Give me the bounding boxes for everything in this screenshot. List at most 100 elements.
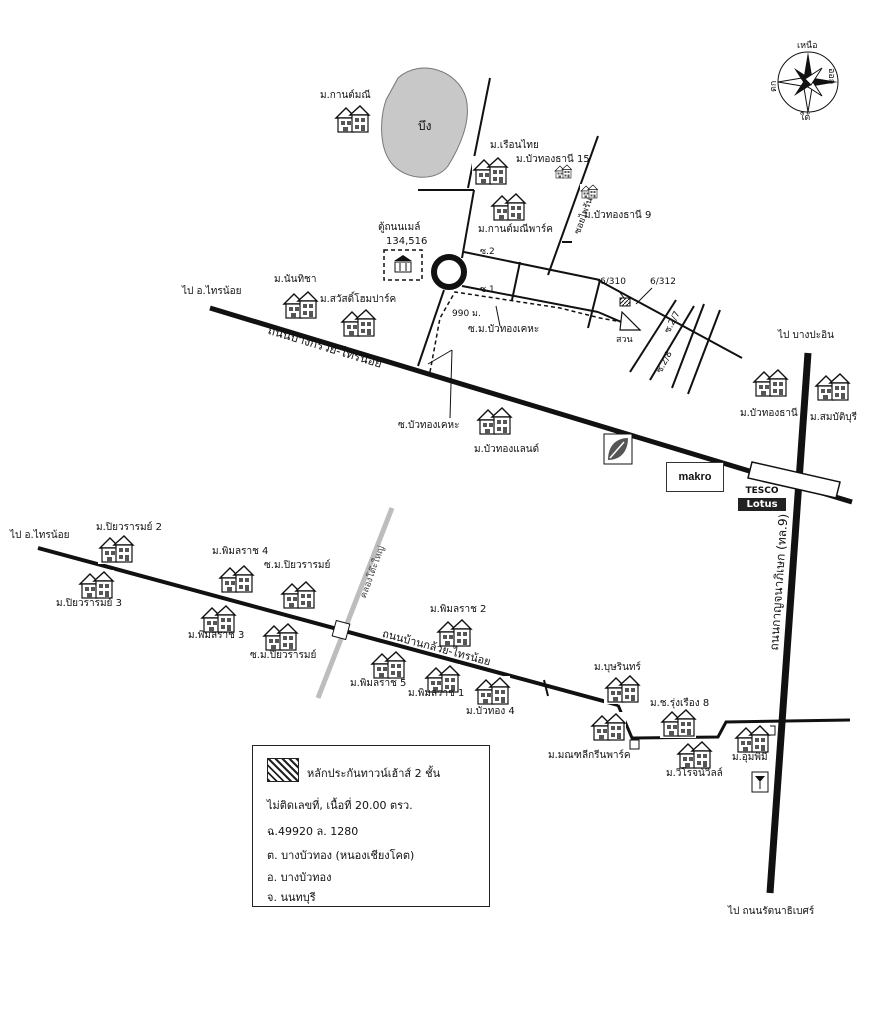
house-icon <box>489 191 527 223</box>
comb-4 <box>687 309 721 395</box>
to-sai-noi-label-2: ไป อ.ไทรน้อย <box>10 530 70 541</box>
house-icon <box>77 569 115 601</box>
postbox-label: ตู้ถนนเมล์ <box>378 222 421 233</box>
canal <box>315 507 395 699</box>
village-pimolrat-5: ม.พิมลราช 5 <box>350 678 407 689</box>
east-road <box>597 279 743 359</box>
arrow-soi-kheha <box>449 349 453 419</box>
compass-south: ใต้ <box>800 113 811 123</box>
compass-east: ออก <box>826 68 836 85</box>
house-icon <box>333 103 371 135</box>
village-manthana-green-park: ม.มณฑลีกรีนพาร์ค <box>548 750 631 761</box>
plot-pointer-2 <box>635 287 653 305</box>
dashed-route <box>429 291 623 373</box>
cocktail-icon <box>751 771 769 793</box>
legend-box: หลักประกันทาวน์เฮ้าส์ 2 ชั้น ไม่ติดเลขที… <box>252 745 490 907</box>
comb-2 <box>649 305 695 381</box>
park-area <box>619 310 642 331</box>
gas-station-icon <box>603 433 633 465</box>
comb-3 <box>671 303 705 389</box>
village-kanjanamanee-park: ม.กานต์มณีพาร์ค <box>478 224 553 235</box>
arrow-990 <box>495 305 501 327</box>
highway-road <box>766 352 812 894</box>
soi-1-label: ซ.1 <box>480 285 495 295</box>
house-icon <box>675 739 713 771</box>
postbox-icon <box>394 255 412 273</box>
village-bua-thong-thani: ม.บัวทองธานี <box>740 408 798 419</box>
village-wiroj-ville: ม.วิโรจน์วิลล์ <box>666 768 723 779</box>
lower-road <box>37 546 619 707</box>
lotus-text: Lotus <box>738 498 786 511</box>
makro-text: makro <box>678 471 712 483</box>
distance-label: 990 ม. <box>452 309 481 319</box>
village-pimolrat-1: ม.พิมลราช 1 <box>408 688 465 699</box>
house-icon <box>475 405 513 437</box>
comb-1 <box>629 299 677 373</box>
house-icon <box>369 649 407 681</box>
village-pimolrat-2: ม.พิมลราช 2 <box>430 604 487 615</box>
house-icon <box>471 155 509 187</box>
house-icon <box>733 723 771 755</box>
to-bang-pa-in-label: ไป บางปะอิน <box>778 330 834 341</box>
village-pimolrat-4: ม.พิมลราช 4 <box>212 546 269 557</box>
lake-label: บึง <box>418 119 432 133</box>
arrow-soi-kheha-2 <box>427 349 453 365</box>
plot-pointer-1 <box>617 289 625 299</box>
legend-title: หลักประกันทาวน์เฮ้าส์ 2 ชั้น <box>307 767 441 780</box>
tesco-text: TESCO <box>745 486 779 496</box>
house-icon <box>97 533 135 565</box>
canal-bridge <box>331 619 351 641</box>
soi-phairan-road <box>547 135 599 276</box>
soi-cross-1 <box>511 261 521 301</box>
village-roongrueang-8: ม.ช.รุ่งเรือง 8 <box>650 698 710 709</box>
house-icon <box>261 621 299 653</box>
soi-bua-thong-kheha-label: ซ.บัวทองเคหะ <box>398 420 460 431</box>
village-soi-piyawan-2: ซ.ม.ปิยวรารมย์ <box>250 650 317 661</box>
to-sai-noi-label-1: ไป อ.ไทรน้อย <box>182 286 242 297</box>
main-road <box>209 305 853 505</box>
village-pimolrat-3: ม.พิมลราช 3 <box>188 630 245 641</box>
village-kanjanamanee: ม.กานต์มณี <box>320 90 371 101</box>
village-bua-thong-4: ม.บัวทอง 4 <box>466 706 515 717</box>
house-icon <box>659 707 697 739</box>
village-busarin: ม.บุษรินทร์ <box>594 662 641 673</box>
makro-logo: makro <box>666 462 724 492</box>
legend-line-5: จ. นนทบุรี <box>267 891 316 904</box>
village-ruean-thai: ม.เรือนไทย <box>490 140 539 151</box>
village-sombatburi: ม.สมบัติบุรี <box>810 412 858 423</box>
village-bua-thong-thani-9: ม.บัวทองธานี 9 <box>584 210 652 221</box>
compass-west: ตก <box>769 80 779 92</box>
soi-1-road <box>461 285 599 313</box>
lake-shape <box>381 67 468 178</box>
target-plot <box>619 297 631 307</box>
legend-line-1: ไม่ติดเลขที่, เนื้อที่ 20.00 ตรว. <box>267 799 413 812</box>
roundabout <box>431 254 467 290</box>
village-nanthicha: ม.นันทิชา <box>274 274 317 285</box>
house-icon <box>279 579 317 611</box>
postbox-box <box>383 249 423 281</box>
house-icon <box>603 673 641 705</box>
lower-road-mark <box>543 679 549 697</box>
house-icon <box>589 711 627 743</box>
village-bua-thong-land: ม.บัวทองแลนด์ <box>474 444 540 455</box>
village-soi-piyawan-1: ซ.ม.ปิยวรารมย์ <box>264 560 331 571</box>
plot-label-2: 6/312 <box>650 277 676 287</box>
village-piyawan-3: ม.ปิยวรารมย์ 3 <box>56 598 122 609</box>
tesco-lotus-logo: TESCO Lotus <box>738 486 786 511</box>
house-icon <box>339 307 377 339</box>
lake-road-3 <box>461 189 475 259</box>
soi-2-road <box>463 251 601 281</box>
legend-line-4: อ. บางบัวทอง <box>267 871 332 884</box>
village-piyawan-2: ม.ปิยวรารมย์ 2 <box>96 522 162 533</box>
house-icon <box>813 371 851 403</box>
legend-line-2: ฉ.49920 ล. 1280 <box>267 825 359 838</box>
house-icon <box>751 367 789 399</box>
village-um-phimi: ม.อุมพิมี <box>732 752 768 763</box>
soi-2-label: ซ.2 <box>480 247 495 257</box>
legend-line-3: ต. บางบัวทอง (หนองเชียงโคต) <box>267 849 415 862</box>
compass-north: เหนือ <box>797 41 818 51</box>
compass-icon <box>777 51 839 113</box>
lower-road-east <box>616 704 851 740</box>
house-icon <box>217 563 255 595</box>
